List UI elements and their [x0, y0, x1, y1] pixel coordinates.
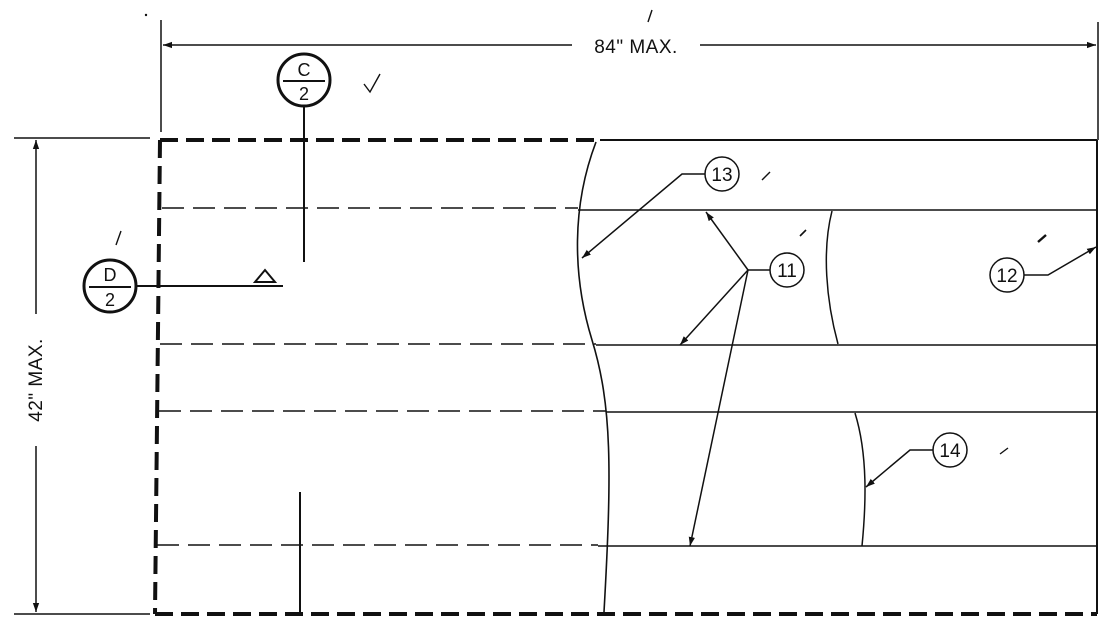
- callout-12-leader: [1024, 246, 1097, 276]
- lap-lines: [157, 207, 1097, 547]
- seam-curve-lower-right: [854, 412, 866, 547]
- tick-mark-d: [115, 230, 122, 246]
- section-marker-d-letter: D: [104, 265, 117, 285]
- seam-curve-upper-right: [825, 210, 839, 345]
- section-marker-c-letter: C: [298, 60, 311, 80]
- callout-12-label: 12: [996, 266, 1017, 287]
- check-mark-icon: [363, 73, 381, 94]
- section-marker-c: C 2: [276, 52, 332, 614]
- seam-curves: [576, 141, 866, 613]
- section-marker-c-sheet: 2: [299, 84, 309, 104]
- tick-mark-top: [647, 9, 653, 23]
- callout-13: 13: [581, 156, 740, 259]
- callout-11-leader-b: [679, 269, 749, 346]
- section-marker-d-sheet: 2: [105, 290, 115, 310]
- check-marks: [115, 9, 1047, 455]
- callout-13-label: 13: [711, 165, 732, 186]
- panel-left-edge-dashed: [153, 139, 162, 615]
- callout-11-label: 11: [777, 261, 797, 282]
- callout-11: 11: [679, 211, 805, 547]
- speck-mark: [144, 13, 148, 17]
- callout-11-leader-c: [688, 269, 749, 547]
- callout-14-label: 14: [939, 441, 961, 462]
- height-dimension-label: 42" MAX.: [26, 338, 47, 422]
- tick-mark-12: [1037, 234, 1047, 243]
- tick-mark-13: [761, 171, 771, 181]
- callout-12: 12: [989, 246, 1097, 293]
- width-dimension: 84" MAX.: [160, 20, 1099, 140]
- tick-mark-14: [999, 447, 1009, 455]
- callout-14: 14: [865, 432, 968, 488]
- height-dimension: 42" MAX.: [14, 137, 150, 615]
- section-marker-d: D 2: [82, 258, 283, 314]
- callout-11-leader-a: [705, 211, 749, 271]
- panel-outline: [153, 138, 1098, 616]
- seam-curve-main: [576, 141, 610, 613]
- callout-13-leader: [581, 173, 705, 259]
- callout-14-leader: [865, 449, 933, 488]
- width-dimension-label: 84" MAX.: [594, 37, 678, 58]
- section-triangle-icon: [252, 268, 278, 283]
- tick-mark-11: [799, 229, 807, 237]
